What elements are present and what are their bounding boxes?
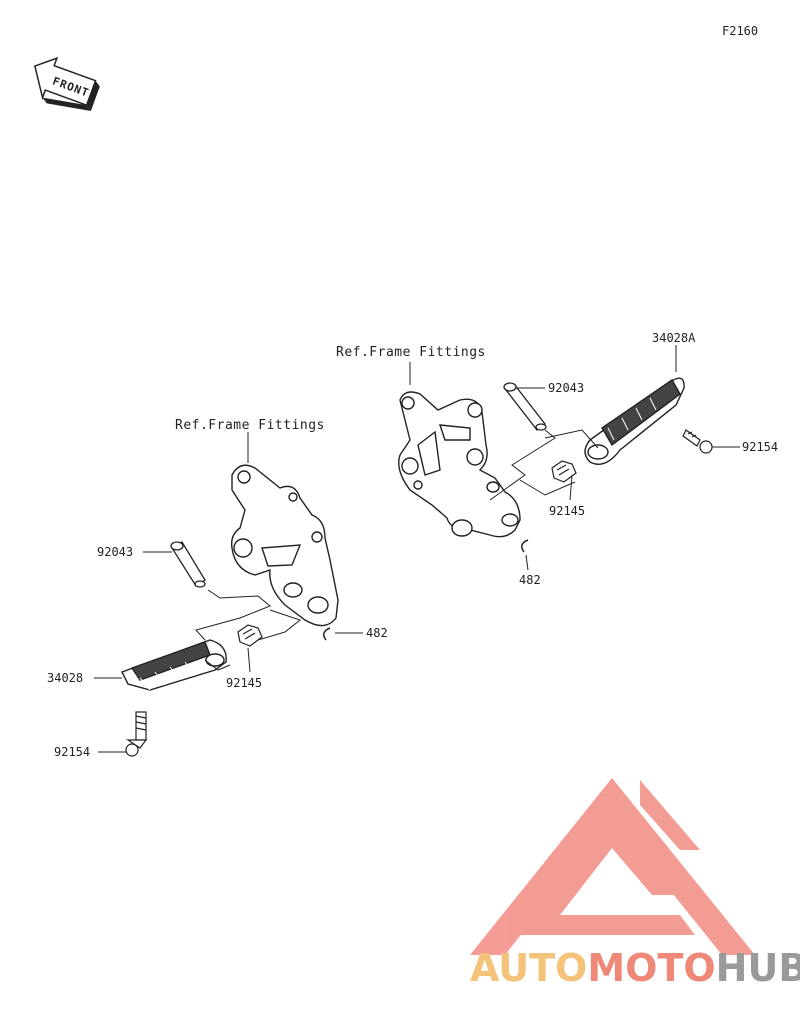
left-leader-lines: [94, 432, 363, 753]
right-label-spring: 92145: [549, 504, 586, 518]
right-label-footpeg: 34028A: [652, 331, 696, 345]
left-label-spring: 92145: [226, 676, 263, 690]
right-label-pin: 92043: [548, 381, 585, 395]
right-label-clip: 482: [519, 573, 541, 587]
left-label-bolt: 92154: [54, 745, 91, 759]
front-arrow-icon: FRONT: [33, 56, 100, 111]
right-ref-frame-fittings: Ref.Frame Fittings: [336, 345, 486, 360]
figure-code: F2160: [722, 24, 759, 38]
left-clip: [323, 627, 331, 641]
watermark-moto: MOTO: [587, 946, 716, 990]
watermark-auto: AUTO: [470, 946, 588, 990]
left-ref-frame-fittings: Ref.Frame Fittings: [175, 418, 325, 433]
right-label-bolt: 92154: [742, 440, 779, 454]
left-bracket: [230, 464, 339, 627]
watermark-logo: [470, 778, 755, 955]
right-leader-lines: [409, 345, 740, 571]
right-bolt: [682, 429, 713, 454]
left-label-clip: 482: [366, 626, 388, 640]
right-clip: [521, 539, 529, 553]
watermark-hub: HUB: [715, 946, 800, 990]
right-pin: [503, 382, 547, 431]
left-bolt: [125, 711, 148, 757]
right-footpeg: [584, 377, 685, 465]
left-label-pin: 92043: [97, 545, 134, 559]
left-footpeg: [121, 639, 227, 691]
left-spring: [237, 624, 263, 647]
watermark-text: AUTOMOTOHUB: [470, 946, 800, 990]
left-pin: [170, 541, 206, 588]
left-label-footpeg: 34028: [47, 671, 84, 685]
right-spring: [551, 460, 577, 483]
right-bracket: [398, 391, 521, 538]
